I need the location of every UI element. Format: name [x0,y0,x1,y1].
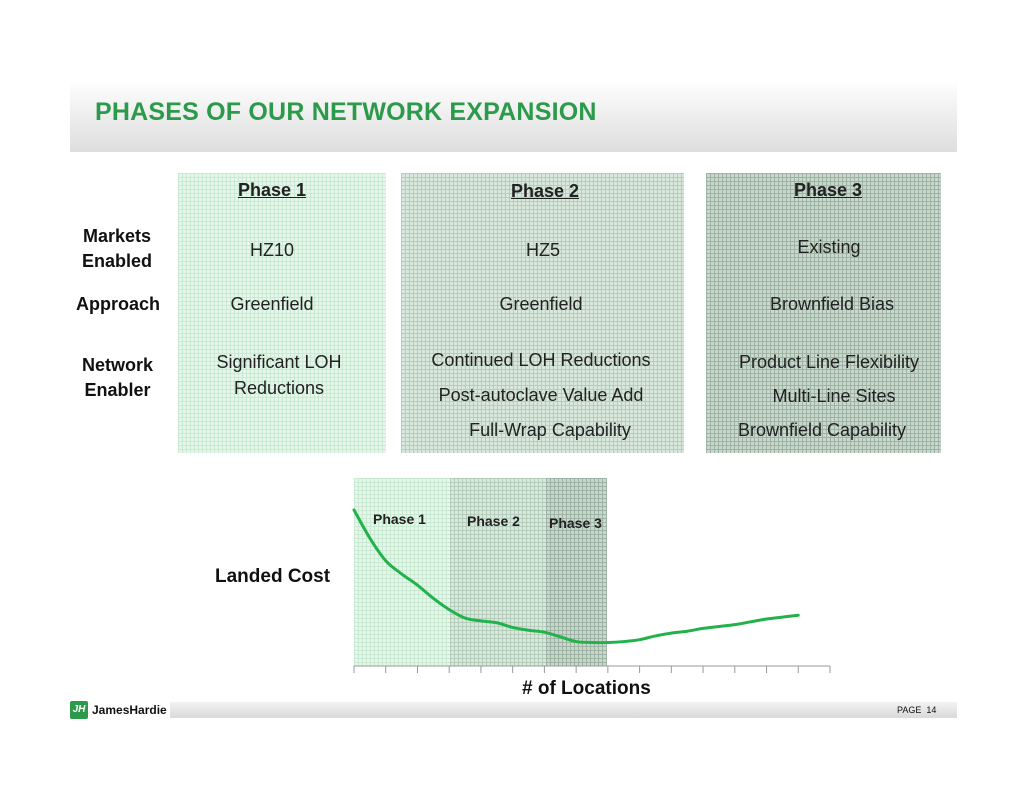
phase-3-markets: Existing [797,237,861,257]
phase-1-panel [178,173,386,453]
chart-phase-1-region [354,478,450,666]
brand-logo-text: JamesHardie [92,703,167,717]
page-title: PHASES OF OUR NETWORK EXPANSION [95,98,597,126]
row-label-line: Enabled [82,251,153,271]
footer-band [170,702,957,718]
row-label-network-enabler: Network Enabler [82,353,153,403]
phase-3-enabler: Product Line Flexibility [738,352,920,372]
chart-phase-2-region [450,478,546,666]
brand-logo-icon: JH [70,701,88,719]
phase-3-enabler: Brownfield Capability [737,420,907,440]
row-label-line: Markets [82,226,152,246]
landed-cost-series-line [352,508,800,645]
row-label-line: Network [82,355,154,375]
phase-3-enabler: Multi-Line Sites [772,386,896,406]
phase-1-approach: Greenfield [230,294,314,314]
phase-1-enabler: Reductions [233,378,325,398]
chart-region-label: Phase 3 [549,515,602,531]
phase-2-heading: Phase 2 [510,181,580,201]
phase-2-approach: Greenfield [499,294,583,314]
page-number-value: 14 [926,705,937,715]
phase-2-enabler: Post-autoclave Value Add [438,385,644,405]
page-label: PAGE [897,705,922,715]
phase-1-markets: HZ10 [249,240,295,260]
phase-2-enabler: Full-Wrap Capability [469,420,631,440]
phase-1-heading: Phase 1 [237,180,307,200]
row-label-approach: Approach [76,294,161,314]
row-label-line: Enabler [84,380,151,400]
title-band [70,80,957,152]
phase-3-panel [706,173,941,453]
chart-region-label: Phase 1 [373,511,426,527]
y-axis-label: Landed Cost [215,566,331,587]
page-number: PAGE 14 [897,705,936,715]
row-label-markets-enabled: Markets Enabled [82,224,152,274]
phase-2-panel [401,173,684,453]
phase-1-enabler: Significant LOH [216,352,342,372]
phase-3-approach: Brownfield Bias [769,294,895,314]
chart-region-label: Phase 2 [467,513,520,529]
x-axis-label: # of Locations [522,678,651,699]
phase-2-markets: HZ5 [525,240,561,260]
chart-phase-3-region [546,478,607,666]
phase-2-enabler: Continued LOH Reductions [431,350,651,370]
phase-3-heading: Phase 3 [793,180,863,200]
